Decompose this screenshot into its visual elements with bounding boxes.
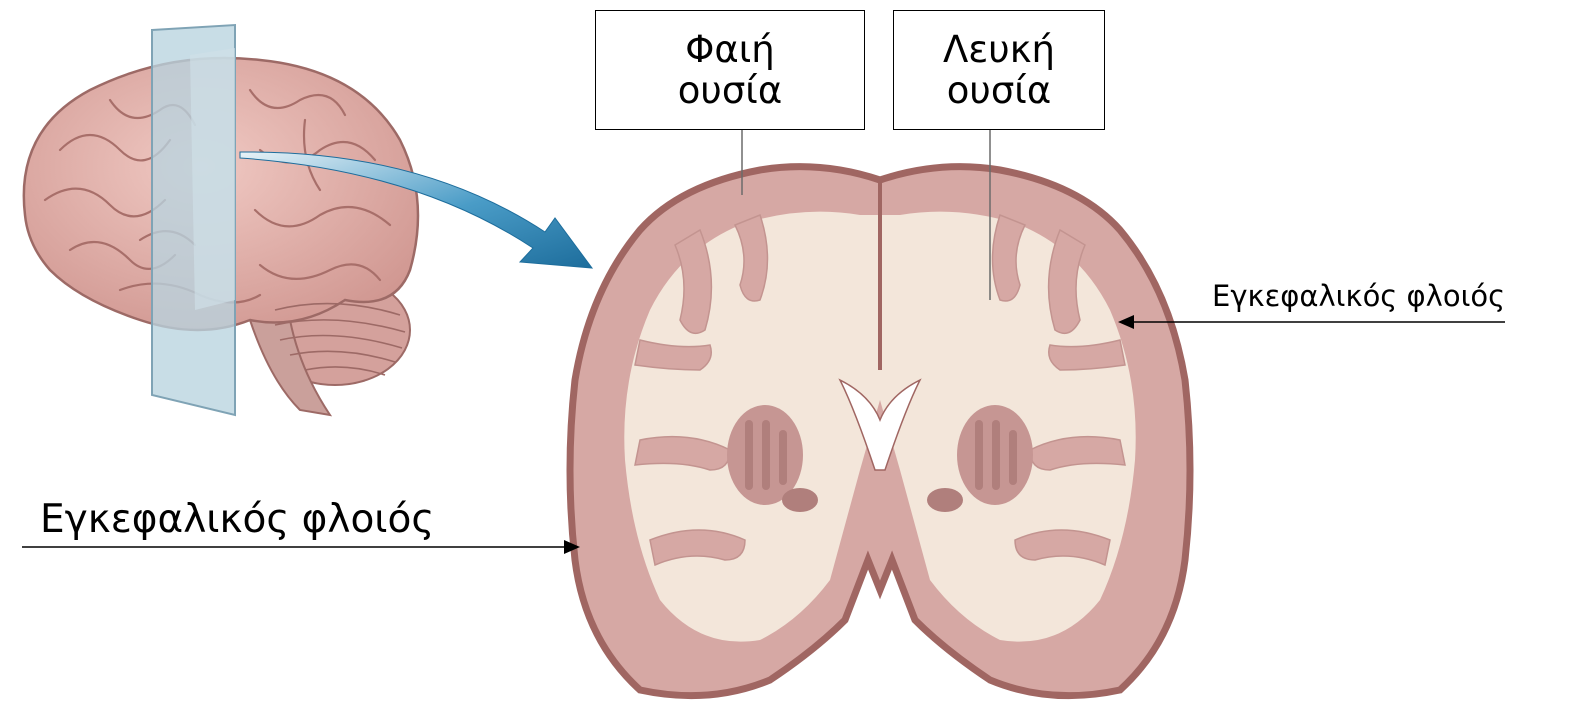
nucleus-right bbox=[927, 488, 963, 512]
nucleus-left bbox=[782, 488, 818, 512]
coronal-plane bbox=[152, 25, 235, 415]
white-matter-label-line-1: Λευκή bbox=[943, 29, 1055, 70]
cortex-left-arrow bbox=[22, 540, 580, 554]
cortex-right-arrow bbox=[1118, 315, 1505, 329]
cortex-label-right: Εγκεφαλικός φλοιός bbox=[1212, 282, 1505, 311]
cortex-label-left: Εγκεφαλικός φλοιός bbox=[40, 500, 434, 539]
grey-matter-label-line-2: ουσία bbox=[678, 70, 782, 111]
white-matter-label-box: Λευκή ουσία bbox=[893, 10, 1105, 130]
grey-matter-label-line-1: Φαιή bbox=[685, 29, 774, 70]
white-matter-label-line-2: ουσία bbox=[947, 70, 1051, 111]
coronal-section-illustration bbox=[570, 167, 1190, 696]
grey-matter-label-box: Φαιή ουσία bbox=[595, 10, 865, 130]
whole-brain-illustration bbox=[24, 25, 418, 415]
